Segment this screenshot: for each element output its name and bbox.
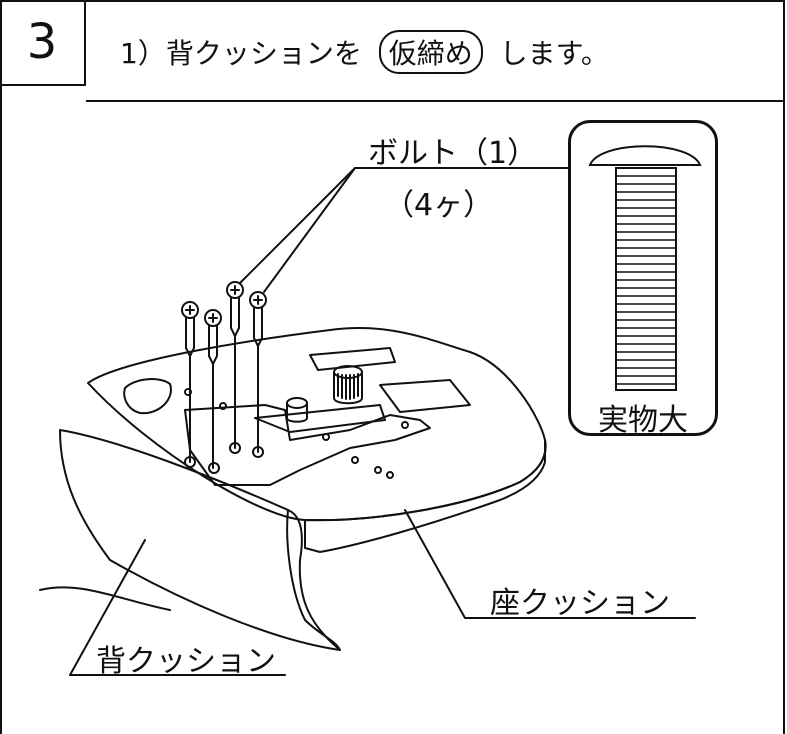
actual-size-bolt	[588, 145, 702, 391]
header-divider	[86, 100, 785, 102]
mechanism-bracket	[254, 404, 386, 433]
lever-paddle	[123, 378, 172, 415]
button-body	[286, 402, 308, 423]
seat-cushion-top	[87, 327, 547, 522]
bolt-leader-1	[239, 167, 356, 284]
hole	[219, 402, 227, 410]
instruction-suffix: します。	[499, 37, 609, 70]
seat-recess-1	[379, 379, 471, 413]
back-leader	[69, 539, 286, 676]
back-cushion-lower	[39, 586, 171, 611]
seat-leader	[404, 509, 696, 619]
bolt-leader-2	[263, 167, 356, 293]
hole	[374, 466, 382, 474]
button-top	[286, 397, 308, 409]
bolt-1	[181, 301, 199, 463]
instruction-prefix: 1）背クッションを	[120, 37, 362, 70]
bolt-count-label: （4ヶ）	[384, 188, 494, 223]
seat-cushion-side	[304, 439, 547, 553]
actual-size-box	[568, 120, 718, 436]
hole	[322, 433, 330, 441]
instruction-pill: 仮締め	[378, 30, 483, 74]
hole	[401, 421, 409, 429]
bolt-3	[226, 281, 244, 449]
actual-size-label: 実物大	[598, 403, 688, 438]
back-cushion	[59, 429, 341, 651]
step-instruction: 1）背クッションを 仮締め します。	[120, 30, 609, 74]
knob-body	[333, 371, 363, 405]
hole	[386, 471, 394, 479]
hole	[351, 456, 359, 464]
bolt-4	[249, 291, 267, 453]
bolt-2	[204, 309, 222, 469]
knob-grip	[337, 373, 359, 400]
seat-cushion-label: 座クッション	[490, 586, 670, 621]
seat-recess-2	[309, 347, 396, 371]
back-cushion-edge	[287, 509, 341, 651]
bolt-label: ボルト（1）	[368, 136, 538, 171]
step-number: 3	[0, 0, 86, 86]
back-cushion-label: 背クッション	[96, 644, 276, 679]
